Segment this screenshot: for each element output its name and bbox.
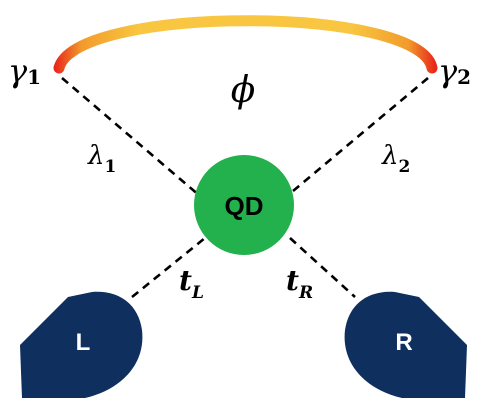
left-lead-label: L	[76, 329, 91, 356]
majorana-wire-arc	[53, 15, 438, 74]
lambda2-label: λ2	[381, 141, 410, 177]
phi-label: ϕ	[231, 70, 256, 111]
quantum-dot-circle	[194, 155, 294, 255]
coupling-line-gamma1	[61, 77, 201, 197]
right-lead-label: R	[395, 329, 412, 356]
coupling-line-gamma2	[286, 77, 429, 197]
left-lead-shape	[20, 291, 143, 398]
coupling-line-right-lead	[289, 237, 356, 298]
right-lead-shape	[344, 291, 467, 398]
tL-label: tL	[179, 264, 204, 303]
quantum-dot-label: QD	[225, 191, 264, 221]
coupling-line-left-lead	[131, 236, 206, 299]
tR-label: tR	[286, 264, 313, 303]
gamma2-label: γ2	[438, 52, 471, 90]
lambda1-label: λ1	[87, 141, 116, 177]
gamma1-label: γ1	[8, 52, 41, 90]
